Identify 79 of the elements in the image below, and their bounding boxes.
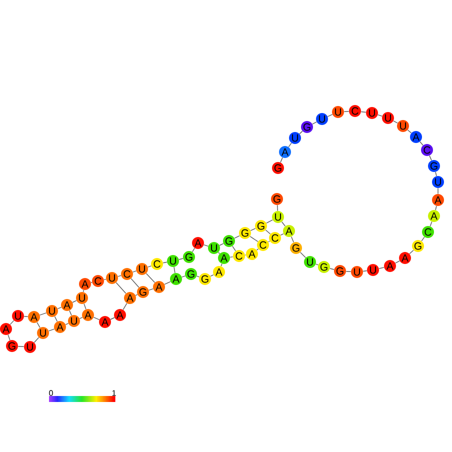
backbone-line xyxy=(219,243,224,246)
backbone-line xyxy=(409,250,414,254)
scale-label: 0 xyxy=(49,390,53,396)
backbone-line xyxy=(256,248,259,250)
backbone-line xyxy=(57,306,62,310)
backbone-line xyxy=(196,276,200,278)
backbone-line xyxy=(393,120,398,124)
backbone-line xyxy=(250,228,256,231)
backbone-line xyxy=(93,317,100,320)
backbone-line xyxy=(327,114,333,117)
backbone-line xyxy=(360,111,366,113)
backbone-line xyxy=(178,258,184,260)
backbone-line xyxy=(407,130,412,134)
backbone-line xyxy=(40,312,46,316)
backbone-line xyxy=(132,270,136,272)
backbone-line xyxy=(104,278,106,280)
backbone-line xyxy=(378,267,384,269)
backbone-line xyxy=(378,114,382,116)
backbone-line xyxy=(280,233,284,236)
backbone-line xyxy=(232,246,236,252)
backbone-line xyxy=(84,304,86,310)
backbone-line xyxy=(72,300,77,303)
backbone-line xyxy=(148,266,152,268)
backbone-line xyxy=(330,268,334,270)
backbone-line xyxy=(395,260,400,264)
backbone-line xyxy=(48,328,54,332)
backbone-line xyxy=(204,244,208,246)
backbone-line xyxy=(79,317,83,319)
backbone-line xyxy=(192,248,195,252)
backbone-line xyxy=(164,281,171,285)
backbone-line xyxy=(130,278,140,288)
backbone-line xyxy=(420,141,424,146)
backbone-line xyxy=(265,230,271,234)
backbone-line xyxy=(299,130,303,134)
backbone-line xyxy=(146,273,156,283)
backbone-line xyxy=(36,322,40,328)
backbone-line xyxy=(430,221,432,227)
backbone-line xyxy=(346,271,352,272)
backbone-line xyxy=(18,346,24,347)
backbone-line xyxy=(10,320,14,325)
backbone-line xyxy=(362,270,368,272)
backbone-line xyxy=(300,252,306,258)
backbone-line xyxy=(250,236,258,242)
backbone-line xyxy=(435,172,437,176)
backbone-line xyxy=(24,316,28,317)
backbone-line xyxy=(312,122,317,124)
backbone-line xyxy=(421,236,425,242)
backbone-line xyxy=(162,262,168,264)
backbone-line xyxy=(230,256,234,258)
backbone-line xyxy=(135,294,138,296)
backbone-line xyxy=(220,263,222,267)
backbone-line xyxy=(69,310,72,316)
backbone-line xyxy=(54,316,58,322)
backbone-line xyxy=(280,157,283,163)
backbone-line xyxy=(174,266,176,274)
backbone-line xyxy=(8,334,10,340)
backbone-line xyxy=(34,337,40,343)
backbone-line xyxy=(277,204,278,212)
backbone-line xyxy=(291,236,294,243)
backbone-line xyxy=(182,276,186,278)
backbone-line xyxy=(82,290,84,292)
backbone-line xyxy=(266,220,273,224)
backbone-line xyxy=(218,252,220,254)
backbone-line xyxy=(65,323,69,325)
backbone-line xyxy=(116,282,126,294)
backbone-line xyxy=(281,222,286,226)
backbone-line xyxy=(288,142,292,148)
backbone-line xyxy=(316,264,319,266)
backbone-line xyxy=(435,206,437,210)
backbone-line xyxy=(268,240,270,242)
backbone-line xyxy=(148,288,154,290)
backbone-line xyxy=(429,155,432,161)
backbone-line xyxy=(122,302,128,310)
backbone-line xyxy=(344,111,350,112)
scale-label: 1 xyxy=(112,390,116,396)
backbone-line xyxy=(210,274,214,277)
backbone-line xyxy=(234,235,240,239)
backbone-line xyxy=(118,275,122,277)
backbone-line xyxy=(110,317,115,320)
